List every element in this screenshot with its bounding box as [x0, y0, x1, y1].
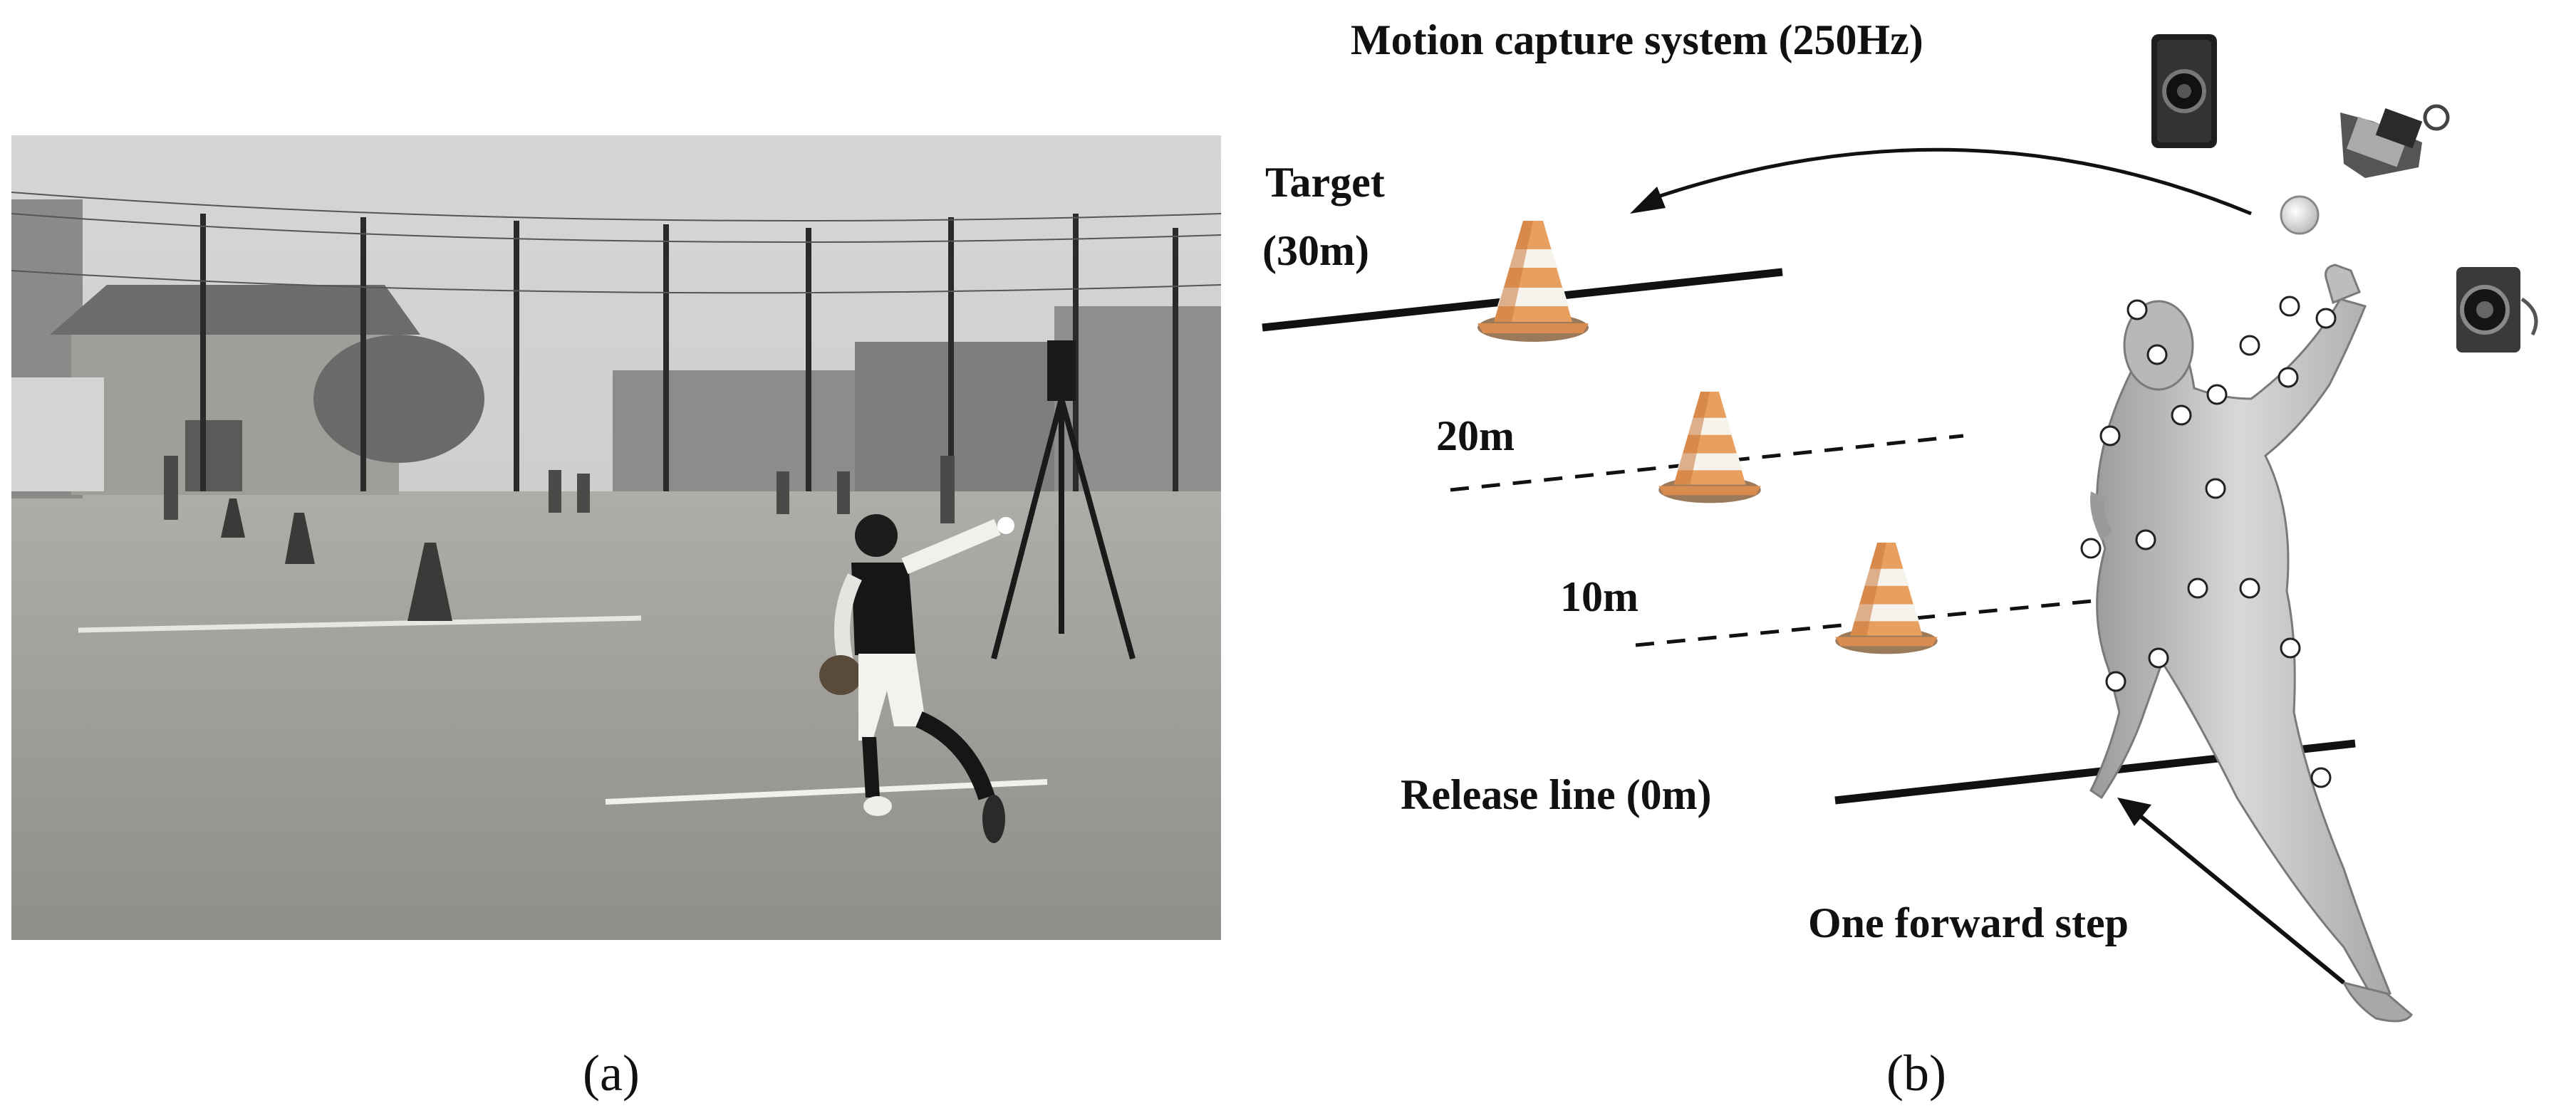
traffic-cone-icon: [1477, 221, 1589, 342]
camera-icon: [2151, 34, 2217, 148]
panel-a-caption: (a): [583, 1045, 640, 1102]
field-photo: [11, 135, 1222, 940]
baseball-icon: [2280, 195, 2320, 235]
release-line-label: Release line (0m): [1401, 771, 1712, 818]
target-label: Target: [1265, 159, 1385, 206]
camera-icon: [2456, 267, 2538, 352]
camera-icon: [2340, 104, 2450, 178]
marker-icon: [2080, 296, 2337, 788]
pitcher-figure: [819, 514, 1014, 843]
target-distance-label: (30m): [1262, 227, 1369, 274]
forward-step-arrow: [2137, 813, 2345, 985]
distance-10m-label: 10m: [1560, 573, 1638, 620]
forward-step-label: One forward step: [1808, 899, 2129, 946]
distance-20m-label: 20m: [1436, 412, 1515, 459]
traffic-cone-icon: [1658, 392, 1761, 503]
traffic-cone-icon: [1835, 543, 1938, 654]
ball-trajectory-arrow: [1645, 147, 2252, 216]
motion-capture-label: Motion capture system (250Hz): [1351, 16, 1923, 63]
panel-b-caption: (b): [1886, 1045, 1946, 1102]
